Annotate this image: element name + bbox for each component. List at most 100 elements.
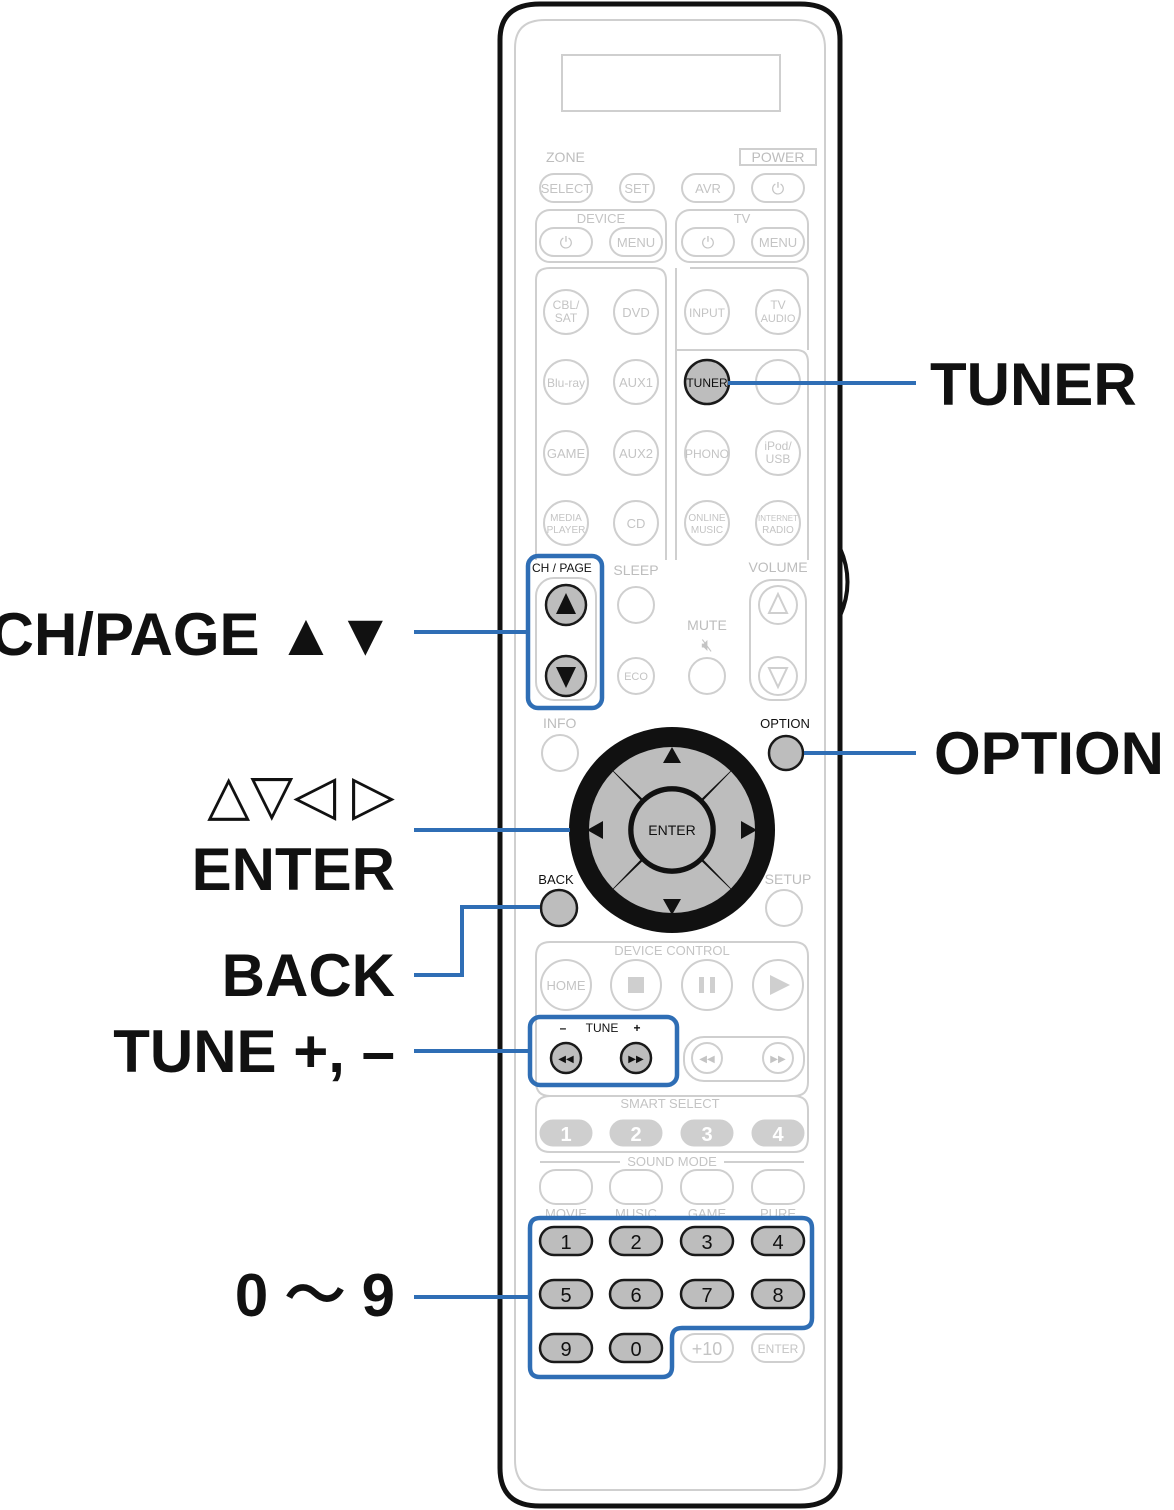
callout-lines (414, 381, 916, 1299)
eco-label: ECO (624, 671, 648, 683)
option-callout: OPTION (934, 720, 1164, 787)
cbl-sat-button[interactable] (543, 289, 589, 335)
cursor-left-button[interactable] (589, 771, 641, 889)
plus10-button[interactable] (680, 1333, 734, 1363)
option-button[interactable] (767, 734, 805, 772)
enter-label: ENTER (648, 822, 695, 838)
tuner-callout: TUNER (930, 351, 1137, 418)
digit-1-button[interactable] (538, 1225, 594, 1257)
digit-8-button[interactable] (750, 1278, 806, 1310)
volume-up-button[interactable] (758, 585, 798, 625)
device-control-label: DEVICE CONTROL (614, 943, 730, 958)
cbl-sat-label-2: SAT (555, 311, 578, 325)
avr-button[interactable] (681, 173, 735, 203)
smart-4-button[interactable] (751, 1119, 805, 1147)
tune-plus-button[interactable] (619, 1041, 653, 1075)
skip-forward-button[interactable] (762, 1042, 794, 1074)
cursor-down-button[interactable] (613, 861, 731, 913)
digit-4-button[interactable] (750, 1225, 806, 1257)
mute-button[interactable] (688, 657, 726, 695)
pause-button[interactable] (681, 959, 733, 1011)
music-button[interactable] (609, 1169, 663, 1205)
internet-label-1: INTERNET (758, 514, 798, 523)
setup-label: SETUP (765, 871, 812, 887)
digit-2-button[interactable] (608, 1225, 664, 1257)
input-button[interactable] (684, 289, 730, 335)
enter-button[interactable] (630, 788, 714, 872)
device-group (535, 209, 667, 263)
sound-mode-label: SOUND MODE (627, 1154, 717, 1169)
info-label: INFO (543, 715, 577, 731)
smart-2-label: 2 (630, 1124, 641, 1146)
dvd-button[interactable] (613, 289, 659, 335)
digit-7-button[interactable] (679, 1278, 735, 1310)
cursor-right-button[interactable] (703, 771, 755, 889)
device-menu-button[interactable] (609, 227, 663, 257)
pure-button[interactable] (751, 1169, 805, 1205)
online-label-2: MUSIC (691, 525, 723, 536)
bluray-button[interactable] (543, 359, 589, 405)
smart-2-button[interactable] (609, 1119, 663, 1147)
device-control-section: DEVICE CONTROL HOME – TUNE + ◀◀ ▶▶ ◀◀ ▶▶ (535, 941, 809, 1097)
sleep-button[interactable] (617, 586, 655, 624)
ch-up-icon (556, 593, 576, 614)
aux2-button[interactable] (613, 430, 659, 476)
numpad-enter-button[interactable] (751, 1333, 805, 1363)
back-button[interactable] (539, 888, 579, 928)
digit-0-button[interactable] (608, 1332, 664, 1364)
smart-1-label: 1 (560, 1124, 571, 1146)
media-label-1: MEDIA (550, 513, 582, 524)
home-button[interactable] (540, 959, 592, 1011)
online-label-1: ONLINE (688, 513, 726, 524)
setup-button[interactable] (765, 889, 803, 927)
volume-down-button[interactable] (758, 656, 798, 696)
aux1-button[interactable] (613, 359, 659, 405)
eco-button[interactable] (617, 657, 655, 695)
digit-3-label: 3 (701, 1232, 712, 1254)
media-player-button[interactable] (543, 500, 589, 546)
info-button[interactable] (541, 734, 579, 772)
power-button[interactable] (751, 173, 805, 203)
zone-select-label: SELECT (541, 181, 592, 196)
device-power-button[interactable] (539, 227, 593, 257)
media-label-2: PLAYER (547, 525, 586, 536)
smart-select-label: SMART SELECT (620, 1096, 719, 1111)
left-arrow-icon (587, 821, 603, 839)
digit-9-button[interactable] (538, 1332, 594, 1364)
bluray-label: Blu-ray (547, 376, 585, 390)
cd-button[interactable] (613, 500, 659, 546)
volume-up-icon (767, 591, 789, 614)
movie-button[interactable] (539, 1169, 593, 1205)
input-sources: CBL/ SAT DVD INPUT TV AUDIO Blu-ray AUX1… (535, 267, 809, 560)
internet-radio-button[interactable] (755, 500, 801, 546)
tv-menu-button[interactable] (751, 227, 805, 257)
pause-icon (699, 977, 704, 993)
online-music-button[interactable] (684, 500, 730, 546)
ch-page-label: CH / PAGE (532, 561, 592, 575)
fast-forward-icon: ▶▶ (628, 1054, 644, 1065)
ir-window (561, 54, 781, 112)
digit-3-button[interactable] (679, 1225, 735, 1257)
digits-highlight (527, 1215, 815, 1380)
tune-label: TUNE (586, 1021, 619, 1035)
power-label: POWER (752, 149, 805, 165)
ipod-usb-button[interactable] (755, 430, 801, 476)
skip-back-button[interactable] (691, 1042, 723, 1074)
cursor-up-button[interactable] (613, 747, 731, 799)
zone-select-button[interactable] (539, 173, 593, 203)
tune-minus-label: – (560, 1021, 567, 1035)
game-mode-button[interactable] (680, 1169, 734, 1205)
tune-minus-button[interactable] (549, 1041, 583, 1075)
digit-5-button[interactable] (538, 1278, 594, 1310)
smart-1-button[interactable] (539, 1119, 593, 1147)
tv-power-button[interactable] (681, 227, 735, 257)
set-button[interactable] (619, 173, 655, 203)
game-button[interactable] (543, 430, 589, 476)
tv-label: TV (734, 211, 751, 226)
smart-3-button[interactable] (680, 1119, 734, 1147)
digit-6-button[interactable] (608, 1278, 664, 1310)
down-arrow-icon (663, 899, 681, 915)
phono-button[interactable] (684, 430, 730, 476)
tv-audio-button[interactable] (755, 289, 801, 335)
